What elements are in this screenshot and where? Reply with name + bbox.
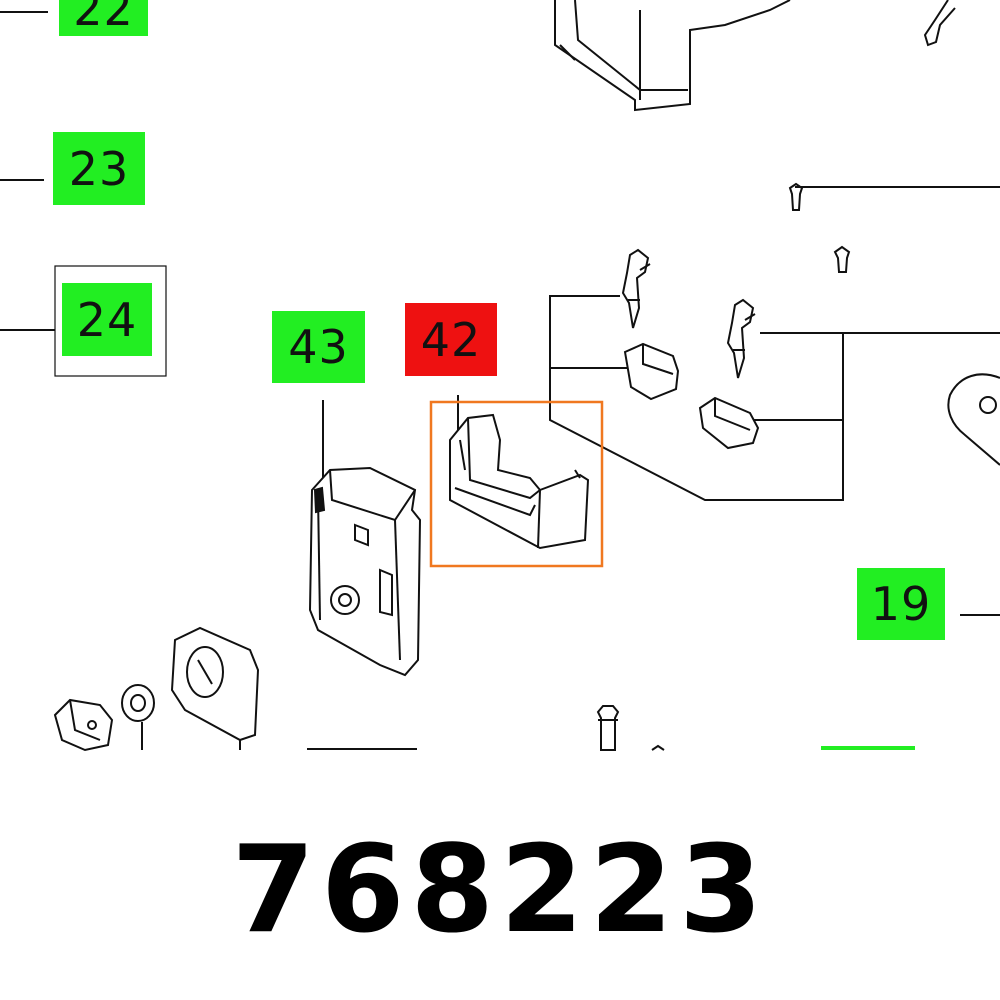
wiring-lines [549,295,1000,501]
callout-24-text: 24 [76,292,138,347]
callout-24: 24 [62,283,152,356]
callout-19-text: 19 [870,577,932,631]
connector-part [698,396,760,450]
highlight-box-42 [429,400,604,568]
callout-43-text: 43 [288,320,349,374]
screw-part [788,182,804,211]
callout-22: 22 [59,0,148,36]
cover-part-42 [449,413,590,550]
callout-23-text: 23 [68,141,130,196]
plate-part [947,373,1000,466]
housing-part [554,0,791,112]
callout-42-text: 42 [420,312,482,367]
callout-42: 42 [405,303,497,376]
clip-part-top-right [923,0,956,47]
callout-22-text: 22 [73,0,134,36]
callout-bottom-right-partial [821,746,915,750]
terminal-part [726,298,756,379]
connector-block-part [53,698,114,752]
washer-part [121,684,155,750]
knob-plate-part [170,626,260,750]
switch-part-43 [308,466,422,677]
terminal-part [621,248,651,329]
callout-19: 19 [857,568,945,640]
connector-part [623,342,680,401]
callout-frame-24 [54,265,167,377]
callout-43: 43 [272,311,365,383]
callout-23: 23 [53,132,145,205]
part-number: 768223 [231,820,769,960]
screw-part-bottom [596,705,620,751]
screw-part [833,245,851,273]
part-fragment-bottom [651,744,665,751]
